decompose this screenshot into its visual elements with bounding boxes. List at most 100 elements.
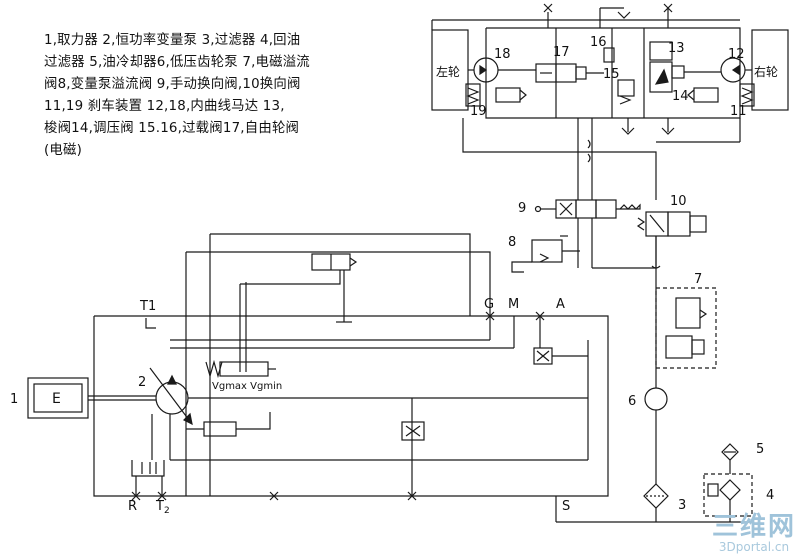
valve-17-right — [555, 63, 577, 83]
port-t2-main: T — [155, 499, 164, 514]
mark-b2-2 — [407, 491, 417, 501]
valve-15 — [617, 79, 635, 97]
valve-10-solenoid — [689, 215, 707, 233]
legend-line-5: 梭阀14,调压阀 15.16,过载阀17,自由轮阀 — [44, 121, 300, 136]
brake-19 — [465, 83, 481, 107]
engine-outer — [27, 377, 89, 419]
brake-11-valve — [693, 87, 719, 103]
legend-line-3: 阀8,变量泵溢流阀 9,手动换向阀,10换向阀 — [44, 77, 301, 92]
valve-7-solenoid-valve — [665, 335, 693, 359]
bottom-tank-1 — [621, 127, 635, 135]
label-4: 4 — [766, 488, 774, 503]
label-12: 12 — [728, 47, 745, 62]
control-valves — [511, 199, 707, 273]
valve-13 — [649, 41, 673, 61]
watermark-brand: 三维网 — [711, 512, 796, 542]
return-filter-4-bypass — [707, 483, 719, 497]
legend-line-4: 11,19 刹车装置 12,18,内曲线马达 13, — [44, 99, 285, 114]
line-a-mark-2 — [535, 311, 545, 321]
pump-circuit — [88, 233, 609, 522]
valve-8-spring — [539, 253, 550, 263]
port-a: A — [556, 297, 565, 312]
pump-2-arrow-shaft — [149, 367, 193, 425]
valve-15-spring — [619, 95, 632, 105]
right-wheel-label: 右轮 — [754, 64, 778, 79]
site-watermark: 三维网 3Dportal.cn — [712, 514, 796, 553]
return-filter-4 — [719, 479, 741, 501]
port-r: R — [128, 499, 137, 514]
valve-9-detent — [616, 203, 641, 210]
label-5: 5 — [756, 442, 764, 457]
valve-7-relief-spring — [699, 309, 708, 319]
return-line-left — [462, 118, 657, 200]
label-17: 17 — [553, 45, 570, 60]
return-crossover-2 — [587, 153, 591, 163]
mark-b1-2 — [269, 491, 279, 501]
label-14: 14 — [672, 89, 689, 104]
return-filter-4-frame — [703, 473, 753, 517]
brake-19-valve-spring — [519, 89, 527, 101]
valve-9-arrow-2 — [559, 202, 573, 216]
t1-tank — [145, 318, 156, 329]
valve-14-arrow — [654, 68, 669, 85]
line-g-mark-2 — [485, 311, 495, 321]
brake-11-spring — [740, 87, 754, 105]
label-13: 13 — [668, 41, 685, 56]
component-labels: 1 E 2 3 4 5 6 7 8 9 10 11 12 13 14 15 16… — [10, 35, 774, 516]
valve-16 — [603, 47, 615, 63]
pump-2-flow — [167, 374, 177, 385]
brake-11-valve-spring — [687, 89, 695, 101]
pump-frame-upper — [210, 233, 471, 316]
brake-19-spring — [466, 87, 480, 105]
servo-cylinder — [203, 421, 237, 437]
label-19: 19 — [470, 104, 487, 119]
label-3: 3 — [678, 498, 686, 513]
charge-circuit — [556, 268, 753, 523]
port-m: M — [508, 297, 519, 312]
pump-case-tank — [131, 460, 165, 477]
valve-10-spring — [636, 217, 646, 231]
valve-9-block-2 — [575, 199, 597, 219]
top-check-valve — [617, 11, 631, 19]
pump-control-valve-spring — [349, 257, 358, 267]
motor-return-lines — [462, 118, 741, 200]
label-9: 9 — [518, 201, 526, 216]
legend-line-6: (电磁) — [44, 143, 83, 158]
label-15: 15 — [603, 67, 620, 82]
vg-cylinder — [219, 361, 269, 377]
label-engine: E — [52, 391, 61, 407]
brake-11 — [739, 83, 755, 107]
component-legend: 1,取力器 2,恒功率变量泵 3,过滤器 4,回油 过滤器 5,油冷却器6,低压… — [44, 30, 366, 162]
top-x-4 — [543, 3, 553, 13]
pump-6 — [644, 387, 668, 411]
valve-9-block-3 — [595, 199, 617, 219]
label-8: 8 — [508, 235, 516, 250]
port-g: G — [484, 297, 494, 312]
valve-10-arrow — [649, 214, 665, 233]
legend-line-1: 1,取力器 2,恒功率变量泵 3,过滤器 4,回油 — [44, 33, 301, 48]
label-2: 2 — [138, 375, 146, 390]
pump-2-arrow-head — [182, 412, 193, 426]
valve-10-line — [592, 236, 657, 269]
brake-19-valve — [495, 87, 521, 103]
valve-7-relief — [675, 297, 701, 329]
valve-10-block-2 — [667, 211, 691, 237]
pump-frame-outer — [93, 315, 609, 497]
label-10: 10 — [670, 194, 687, 209]
top-x-2 — [663, 3, 673, 13]
label-7: 7 — [694, 272, 702, 287]
bottom-tank-2 — [661, 127, 675, 135]
watermark-url: 3Dportal.cn — [718, 540, 790, 554]
vg-label: Vgmax Vgmin — [212, 381, 282, 392]
valve-14-pilot — [671, 65, 685, 79]
port-t2: T2 — [155, 499, 170, 516]
valve-7-solenoid — [691, 339, 705, 355]
port-s: S — [562, 499, 570, 514]
motor-12-arrow — [731, 64, 740, 76]
left-wheel-label: 左轮 — [436, 64, 460, 79]
throttle-bottom — [401, 421, 425, 441]
return-crossover-1 — [587, 139, 591, 149]
throttle-bottom-x2 — [405, 425, 421, 437]
